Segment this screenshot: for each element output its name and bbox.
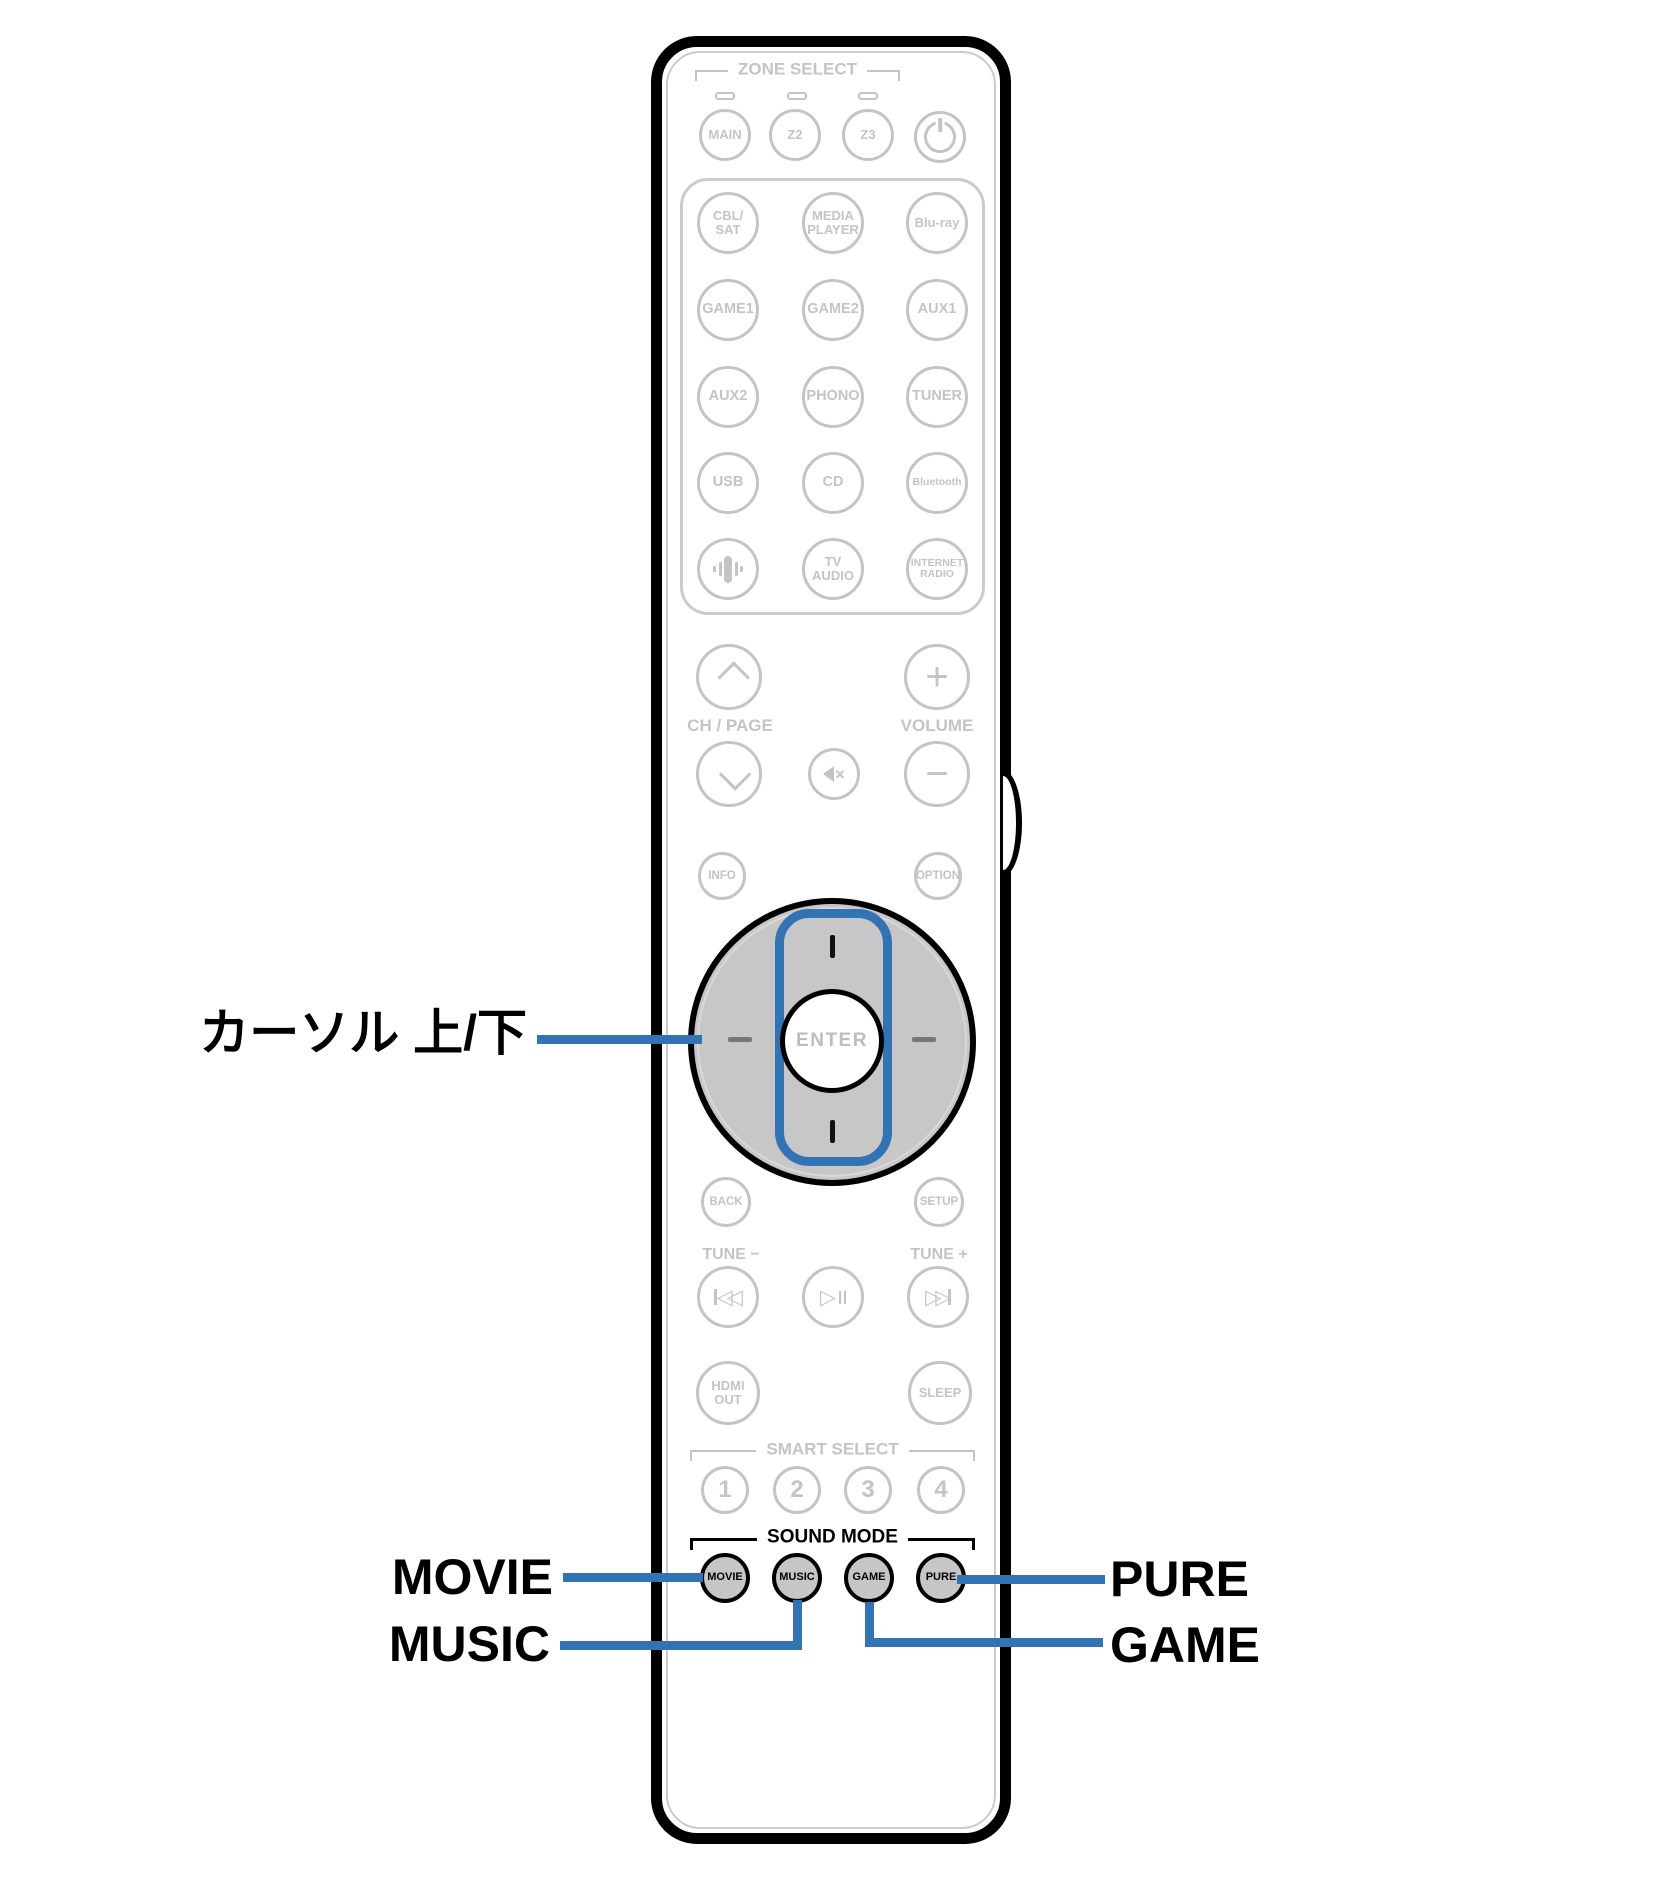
main-zone-button[interactable]: MAIN xyxy=(699,109,751,161)
chevron-down-icon xyxy=(718,757,751,791)
callout-line-game-v xyxy=(865,1602,874,1647)
setup-button[interactable]: SETUP xyxy=(914,1177,964,1227)
zone-select-group: ZONE SELECT xyxy=(695,60,901,82)
skip-forward-icon: ▷▷ xyxy=(925,1287,951,1308)
annotation-music-label: MUSIC xyxy=(388,1616,550,1672)
zone2-button[interactable]: Z2 xyxy=(769,109,821,161)
play-pause-button[interactable]: ▷ xyxy=(802,1266,864,1328)
heos-icon xyxy=(713,555,743,583)
sound-mode-group: SOUND MODE xyxy=(690,1527,975,1550)
plus-icon: + xyxy=(925,655,949,699)
ch-page-label: CH / PAGE xyxy=(687,716,773,735)
source-aux2-button[interactable]: AUX2 xyxy=(697,366,759,428)
zone2-led xyxy=(787,92,807,100)
cursor-right-mark xyxy=(912,1037,936,1042)
power-icon xyxy=(924,118,956,153)
source-usb-button[interactable]: USB xyxy=(697,452,759,514)
bracket-line xyxy=(908,1450,976,1461)
cursor-up-mark xyxy=(830,935,835,958)
volume-down-button[interactable]: − xyxy=(904,741,970,807)
smart-select-4-button[interactable]: 4 xyxy=(917,1466,965,1514)
back-button[interactable]: BACK xyxy=(701,1177,751,1227)
annotation-movie-label: MOVIE xyxy=(391,1549,553,1605)
sound-mode-title: SOUND MODE xyxy=(767,1526,898,1548)
info-button[interactable]: INFO xyxy=(698,852,746,900)
smart-select-2-button[interactable]: 2 xyxy=(773,1466,821,1514)
tune-minus-label: TUNE − xyxy=(702,1246,760,1263)
skip-back-button[interactable]: ◁◁ xyxy=(697,1266,759,1328)
source-phono-button[interactable]: PHONO xyxy=(802,366,864,428)
skip-forward-button[interactable]: ▷▷ xyxy=(907,1266,969,1328)
annotation-pure-label: PURE xyxy=(1110,1551,1249,1607)
smart-select-1-button[interactable]: 1 xyxy=(701,1466,749,1514)
smart-select-3-button[interactable]: 3 xyxy=(844,1466,892,1514)
callout-line-pure xyxy=(957,1575,1105,1584)
side-bump xyxy=(1003,770,1022,876)
callout-line-music-h xyxy=(560,1641,802,1650)
bracket-line xyxy=(690,1538,758,1550)
mute-button[interactable]: × xyxy=(808,748,860,800)
callout-line-cursor xyxy=(537,1035,702,1044)
sound-mode-movie-button[interactable]: MOVIE xyxy=(700,1553,750,1603)
source-cbl-sat-button[interactable]: CBL/SAT xyxy=(697,192,759,254)
annotation-game-label: GAME xyxy=(1110,1617,1260,1673)
enter-button[interactable]: ENTER xyxy=(780,989,884,1093)
remote-inner-outline xyxy=(666,51,996,1829)
skip-back-icon: ◁◁ xyxy=(714,1287,743,1308)
annotation-cursor-label: カーソル 上/下 xyxy=(199,1005,527,1061)
heos-button[interactable] xyxy=(697,538,759,600)
source-aux1-button[interactable]: AUX1 xyxy=(906,279,968,341)
main-zone-led xyxy=(715,92,735,100)
play-pause-icon: ▷ xyxy=(820,1287,847,1308)
callout-line-movie xyxy=(563,1573,703,1582)
mute-icon: × xyxy=(823,766,845,783)
chevron-up-icon xyxy=(716,660,750,694)
sleep-button[interactable]: SLEEP xyxy=(908,1361,972,1425)
volume-up-button[interactable]: + xyxy=(904,644,970,710)
source-game2-button[interactable]: GAME2 xyxy=(802,279,864,341)
volume-label: VOLUME xyxy=(900,716,974,735)
tune-plus-label: TUNE + xyxy=(910,1246,968,1263)
sound-mode-music-button[interactable]: MUSIC xyxy=(772,1553,822,1603)
power-button[interactable] xyxy=(914,111,966,163)
bracket-line xyxy=(867,70,901,81)
callout-line-music-v xyxy=(793,1600,802,1650)
zone-select-title: ZONE SELECT xyxy=(738,59,858,79)
bracket-line xyxy=(907,1538,975,1550)
cursor-left-mark xyxy=(728,1037,752,1042)
source-game1-button[interactable]: GAME1 xyxy=(697,279,759,341)
zone3-led xyxy=(858,92,878,100)
source-bluetooth-button[interactable]: Bluetooth xyxy=(906,452,968,514)
source-cd-button[interactable]: CD xyxy=(802,452,864,514)
option-button[interactable]: OPTION xyxy=(914,852,962,900)
sound-mode-game-button[interactable]: GAME xyxy=(844,1553,894,1603)
channel-up-button[interactable] xyxy=(696,644,762,710)
bracket-line xyxy=(690,1450,757,1461)
smart-select-title: SMART SELECT xyxy=(766,1439,899,1459)
zone3-button[interactable]: Z3 xyxy=(842,109,894,161)
smart-select-group: SMART SELECT xyxy=(690,1440,976,1462)
source-tuner-button[interactable]: TUNER xyxy=(906,366,968,428)
bracket-line xyxy=(695,70,728,81)
source-group-outline xyxy=(680,178,985,615)
cursor-down-mark xyxy=(830,1120,835,1143)
callout-line-game-h xyxy=(865,1638,1103,1647)
cursor-up-down-highlight xyxy=(775,909,892,1166)
source-blu-ray-button[interactable]: Blu-ray xyxy=(906,192,968,254)
minus-icon: − xyxy=(925,752,949,796)
channel-down-button[interactable] xyxy=(696,741,762,807)
